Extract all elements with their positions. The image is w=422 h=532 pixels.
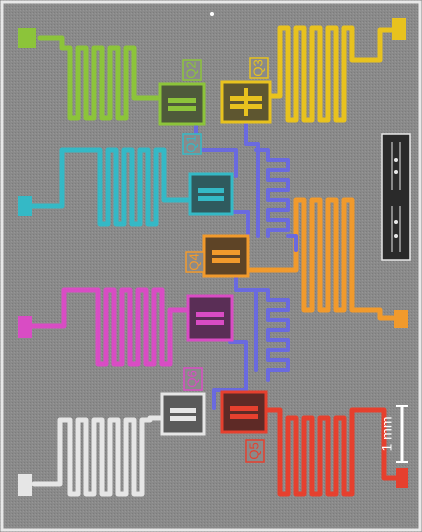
resonator-q1	[29, 147, 193, 227]
svg-text:Q3: Q3	[250, 59, 265, 76]
svg-text:Q5: Q5	[246, 442, 261, 459]
svg-text:Q1: Q1	[183, 135, 198, 152]
svg-text:Q2: Q2	[183, 61, 198, 78]
port-white	[18, 474, 32, 496]
qubit-label-q1: Q1	[182, 133, 202, 155]
qubit-label-q4: Q4	[185, 251, 205, 273]
qubit-q2	[158, 82, 206, 126]
qubit-label-q3: Q3	[249, 57, 269, 79]
qubit-label-q2: Q2	[182, 59, 202, 81]
resonator-q5	[259, 407, 401, 497]
port-orange	[394, 310, 408, 328]
scale-bar: 1 mm	[379, 405, 408, 463]
qubit-label-q5: Q5	[245, 439, 265, 463]
resonator-q2	[37, 35, 171, 121]
port-magenta	[18, 316, 32, 338]
qubit-magenta	[186, 294, 234, 342]
marker-dot	[210, 12, 214, 16]
qubit-q1	[188, 172, 234, 216]
qubit-q3	[220, 80, 272, 124]
resonator-magenta	[27, 287, 193, 367]
qubit-label-q6: Q6	[183, 367, 203, 391]
port-green	[18, 28, 36, 48]
svg-text:Q6: Q6	[184, 370, 199, 387]
qubit-q5	[220, 390, 268, 434]
resonator-q3	[267, 25, 395, 123]
resonator-q4	[247, 197, 399, 321]
scale-bar-label: 1 mm	[379, 417, 395, 452]
port-cyan	[18, 196, 32, 216]
coupling-bus	[194, 122, 298, 410]
legend-box	[381, 133, 411, 261]
port-red	[396, 468, 408, 488]
resonator-q6	[31, 415, 165, 497]
port-yellow	[392, 18, 406, 40]
qubit-q4	[202, 234, 250, 278]
qubit-q6	[160, 392, 206, 436]
svg-text:Q4: Q4	[186, 253, 201, 270]
